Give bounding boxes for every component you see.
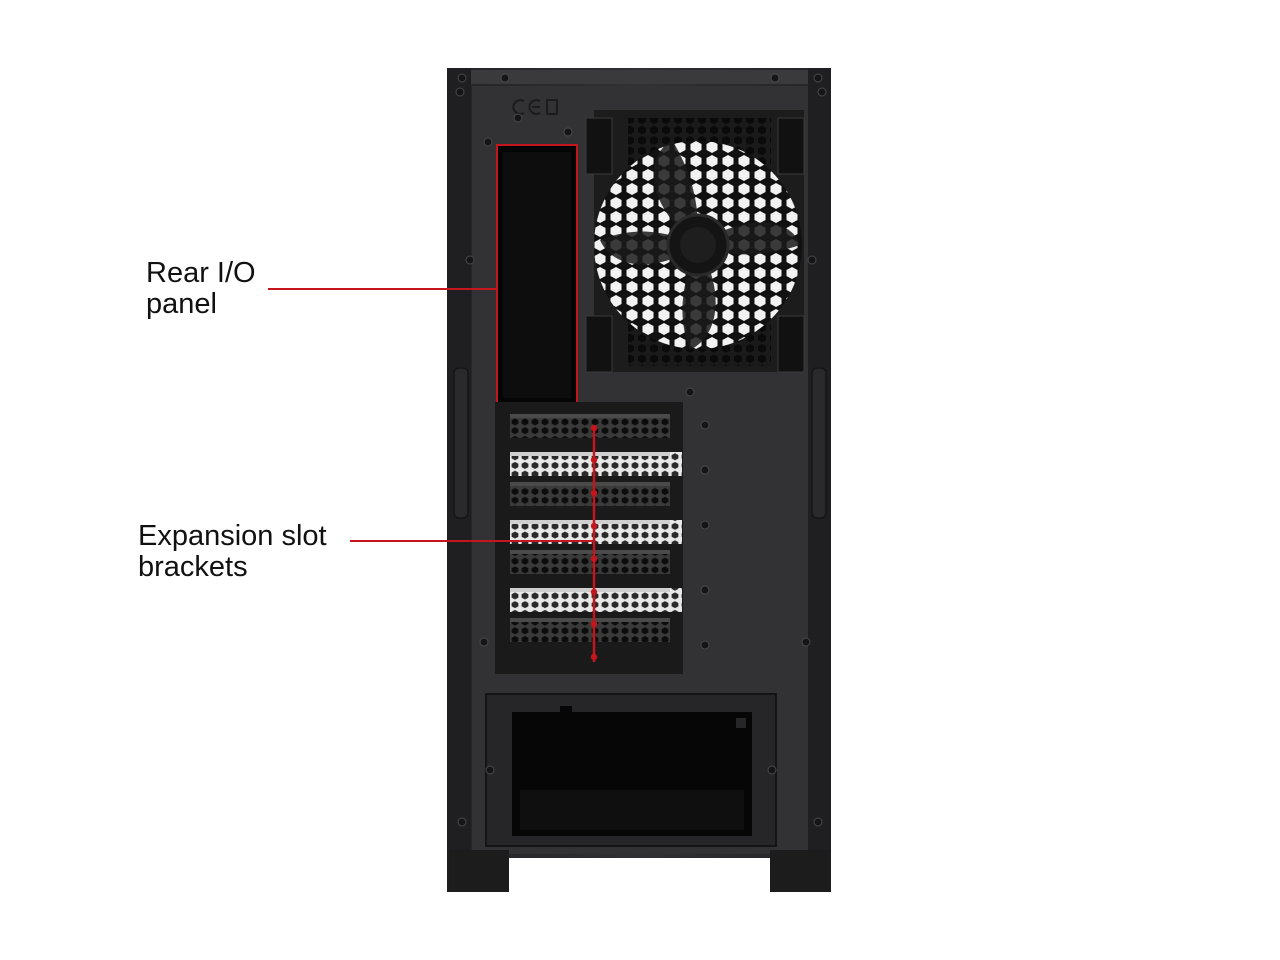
screw-icon: [465, 255, 475, 265]
screw-icon: [817, 87, 827, 97]
expansion-slot-marker-dot: [590, 555, 598, 563]
expansion-label-line-1: Expansion slot: [138, 520, 327, 552]
screw-icon: [479, 637, 489, 647]
expansion-slot-marker-dot: [590, 653, 598, 661]
right-foot: [770, 850, 830, 892]
expansion-slot-marker-dot: [590, 489, 598, 497]
fan-hub-center: [680, 227, 716, 263]
screw-icon: [700, 640, 710, 650]
screw-icon: [685, 387, 695, 397]
left-side-handle: [453, 367, 469, 519]
rear-io-panel-label: Rear I/O panel: [146, 258, 256, 320]
rear-fan: [585, 110, 805, 373]
psu-mount-notch: [560, 706, 572, 718]
screw-icon: [813, 817, 823, 827]
expansion-label-line-2: brackets: [138, 551, 248, 583]
screw-icon: [700, 465, 710, 475]
screw-icon: [483, 137, 493, 147]
fan-mount-top-left: [585, 117, 613, 175]
expansion-slot-bracket-tab: [510, 588, 670, 592]
expansion-slot-bracket-tab: [510, 482, 670, 486]
screws: [455, 73, 827, 827]
screw-icon: [455, 87, 465, 97]
expansion-slot-bracket-tab: [510, 452, 670, 456]
screw-icon: [801, 637, 811, 647]
screw-icon: [767, 765, 777, 775]
fan-mount-bottom-left: [585, 315, 613, 373]
expansion-slot-brackets: [510, 414, 682, 642]
expansion-slot-marker-dot: [590, 522, 598, 530]
expansion-slot-marker-dot: [590, 620, 598, 628]
expansion-slot-bracket-tab: [510, 618, 670, 622]
screw-icon: [770, 73, 780, 83]
case-top-edge: [452, 70, 826, 84]
psu-bay-floor: [520, 790, 744, 830]
expansion-slot-marker-dot: [590, 588, 598, 596]
right-side-handle: [811, 367, 827, 519]
expansion-slot-bracket-tab: [510, 414, 670, 418]
screw-icon: [700, 420, 710, 430]
fan-mount-bottom-right: [777, 315, 805, 373]
rear-io-label-line-2: panel: [146, 288, 217, 320]
screw-icon: [807, 255, 817, 265]
rear-io-label-line-1: Rear I/O: [146, 257, 256, 289]
screw-icon: [457, 73, 467, 83]
screw-icon: [563, 127, 573, 137]
screw-icon: [457, 817, 467, 827]
screw-icon: [813, 73, 823, 83]
left-foot: [449, 850, 509, 892]
expansion-slot-marker-dot: [590, 424, 598, 432]
expansion-slot-bracket-tab: [510, 550, 670, 554]
psu-mount-notch: [736, 718, 746, 728]
screw-icon: [500, 73, 510, 83]
screw-icon: [700, 585, 710, 595]
rear-io-inner-shadow: [503, 152, 571, 398]
screw-icon: [485, 765, 495, 775]
screw-icon: [700, 520, 710, 530]
fan-mount-top-right: [777, 117, 805, 175]
screw-icon: [513, 113, 523, 123]
ce-mark-icon: [512, 99, 558, 115]
expansion-slot-brackets-label: Expansion slot brackets: [138, 521, 327, 583]
expansion-slot-bracket-tab: [510, 520, 670, 524]
expansion-slot-markers: [590, 424, 598, 661]
case-bottom-gap: [509, 858, 770, 892]
expansion-slot-marker-dot: [590, 456, 598, 464]
